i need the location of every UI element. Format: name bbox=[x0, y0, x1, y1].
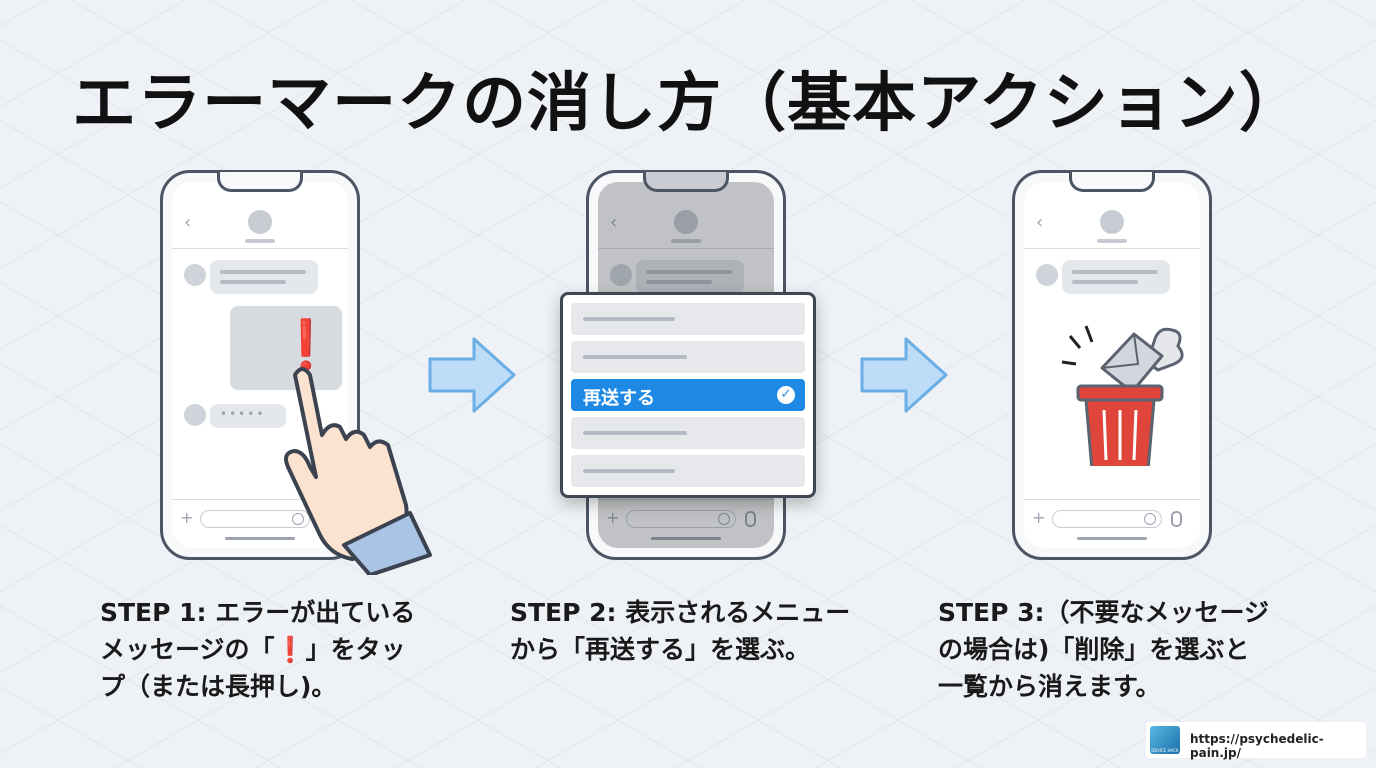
pointing-hand-icon bbox=[284, 367, 432, 575]
message-input[interactable] bbox=[626, 510, 736, 528]
mic-icon[interactable] bbox=[745, 511, 756, 527]
plus-icon[interactable]: + bbox=[606, 508, 620, 527]
contact-avatar bbox=[674, 210, 698, 234]
plus-icon[interactable]: + bbox=[1032, 508, 1046, 527]
phone-notch bbox=[217, 172, 303, 192]
envelope-icon bbox=[1100, 332, 1164, 394]
back-chevron-icon[interactable]: ‹ bbox=[184, 212, 192, 233]
chat-header: ‹ bbox=[1024, 182, 1200, 249]
phone-notch bbox=[643, 172, 729, 192]
received-bubble bbox=[210, 260, 318, 294]
back-chevron-icon[interactable]: ‹ bbox=[610, 212, 618, 233]
chat-header: ‹ bbox=[598, 182, 774, 249]
emoji-icon[interactable] bbox=[292, 513, 304, 525]
sender-avatar bbox=[1036, 264, 1058, 286]
received-bubble bbox=[1062, 260, 1170, 294]
emoji-icon[interactable] bbox=[718, 513, 730, 525]
message-input[interactable] bbox=[200, 510, 310, 528]
phone-notch bbox=[1069, 172, 1155, 192]
menu-item[interactable] bbox=[571, 455, 805, 487]
site-logo: DEVICE HACK bbox=[1150, 726, 1180, 754]
home-indicator bbox=[1077, 537, 1147, 540]
input-bar: + bbox=[598, 499, 774, 548]
caption-line: の場合は)「削除」を選ぶと bbox=[938, 635, 1250, 664]
caption-line: 一覧から消えます。 bbox=[938, 672, 1161, 701]
sender-avatar bbox=[610, 264, 632, 286]
error-message-bubble[interactable]: ❗ bbox=[230, 306, 342, 390]
exclamation-icon[interactable]: ❗ bbox=[276, 317, 336, 373]
arrow-right-icon bbox=[860, 337, 948, 413]
step1-caption: STEP 1: エラーが出ている メッセージの「❗」をタッ プ（または長押し)。 bbox=[100, 594, 415, 705]
typing-dots: ••••• bbox=[220, 407, 266, 421]
check-circle-icon: ✓ bbox=[777, 386, 795, 404]
home-indicator bbox=[225, 537, 295, 540]
message-input[interactable] bbox=[1052, 510, 1162, 528]
caption-line: STEP 3:（不要なメッセージ bbox=[938, 598, 1270, 627]
home-indicator bbox=[651, 537, 721, 540]
menu-item[interactable] bbox=[571, 303, 805, 335]
phone-step3: ‹ + bbox=[1012, 170, 1212, 560]
contact-avatar bbox=[248, 210, 272, 234]
contact-name-placeholder bbox=[671, 239, 701, 243]
site-badge[interactable]: DEVICE HACK https://psychedelic-pain.jp/ bbox=[1146, 722, 1366, 760]
page-title: エラーマークの消し方（基本アクション） bbox=[72, 67, 1304, 141]
received-bubble bbox=[636, 260, 744, 294]
typing-bubble: ••••• bbox=[210, 404, 286, 428]
input-bar: + bbox=[172, 499, 348, 548]
contact-avatar bbox=[1100, 210, 1124, 234]
arrow-right-icon bbox=[428, 337, 516, 413]
contact-name-placeholder bbox=[245, 239, 275, 243]
sender-avatar bbox=[184, 264, 206, 286]
exclamation-icon: ❗ bbox=[274, 635, 306, 664]
caption-line: STEP 1: エラーが出ている bbox=[100, 598, 416, 627]
contact-name-placeholder bbox=[1097, 239, 1127, 243]
caption-line: STEP 2: 表示されるメニュー bbox=[510, 598, 851, 627]
caption-line: から「再送する」を選ぶ。 bbox=[510, 635, 811, 664]
chat-screen: ‹ + bbox=[1024, 182, 1200, 548]
menu-item-label: 再送する bbox=[583, 388, 655, 409]
chat-header: ‹ bbox=[172, 182, 348, 249]
sender-avatar bbox=[184, 404, 206, 426]
step3-caption: STEP 3:（不要なメッセージ の場合は)「削除」を選ぶと 一覧から消えます。 bbox=[938, 594, 1269, 705]
menu-item-resend[interactable]: 再送する ✓ bbox=[571, 379, 805, 411]
menu-item[interactable] bbox=[571, 417, 805, 449]
site-url[interactable]: https://psychedelic-pain.jp/ bbox=[1190, 732, 1324, 760]
context-menu: 再送する ✓ bbox=[560, 292, 816, 498]
input-bar: + bbox=[1024, 499, 1200, 548]
caption-line: メッセージの「❗」をタッ bbox=[100, 635, 406, 664]
emoji-icon[interactable] bbox=[1144, 513, 1156, 525]
mic-icon[interactable] bbox=[1171, 511, 1182, 527]
caption-line: プ（または長押し)。 bbox=[100, 672, 337, 701]
trash-can-icon bbox=[1061, 325, 1184, 466]
step2-caption: STEP 2: 表示されるメニュー から「再送する」を選ぶ。 bbox=[510, 594, 850, 668]
plus-icon[interactable]: + bbox=[180, 508, 194, 527]
back-chevron-icon[interactable]: ‹ bbox=[1036, 212, 1044, 233]
menu-item[interactable] bbox=[571, 341, 805, 373]
